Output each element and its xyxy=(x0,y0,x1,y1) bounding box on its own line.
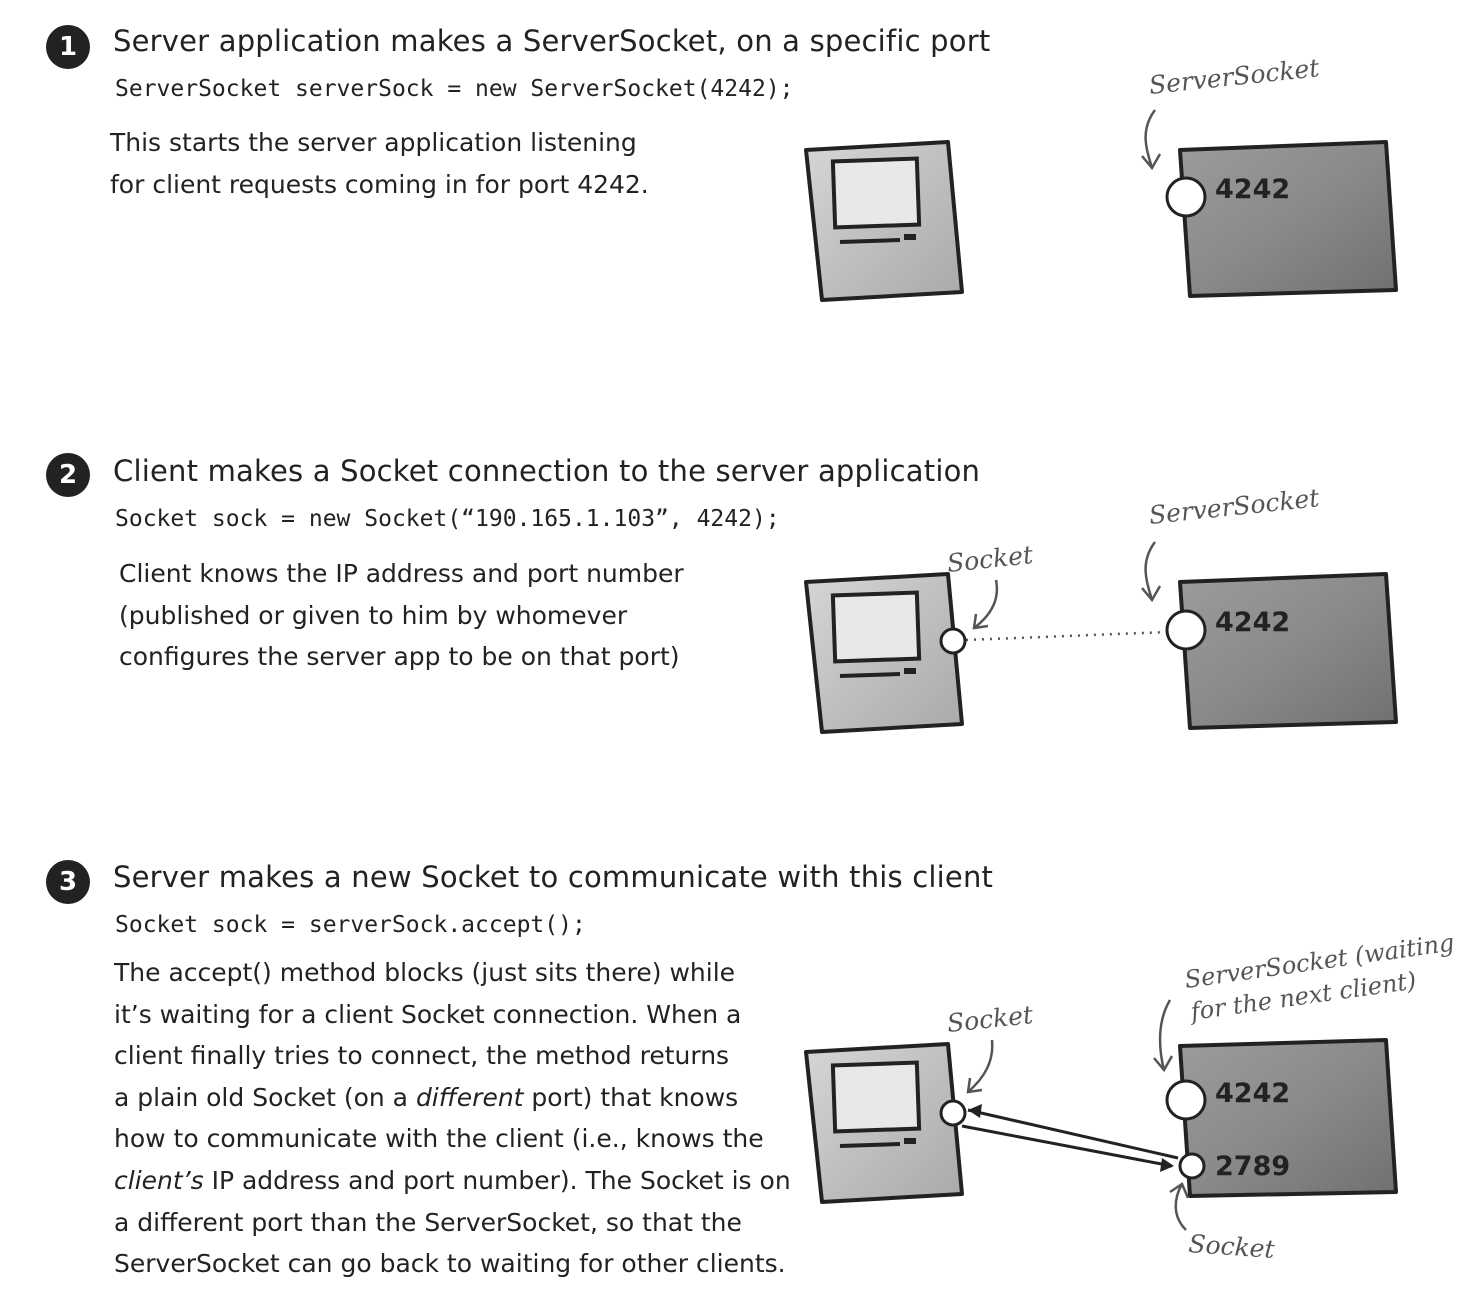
step-2-heading: Client makes a Socket connection to the … xyxy=(113,454,981,488)
description-line: client’s IP address and port number). Th… xyxy=(114,1165,791,1195)
client-socket xyxy=(939,1099,967,1127)
step-2-diagram: 4242 Socket ServerSocket xyxy=(804,483,1398,734)
step-1-heading: Server application makes a ServerSocket,… xyxy=(113,24,991,58)
server-socket-label: ServerSocket xyxy=(1148,53,1322,100)
description-line: Client knows the IP address and port num… xyxy=(119,559,684,588)
pointer-arrow xyxy=(966,1039,994,1094)
server-socket-port xyxy=(1165,1079,1207,1121)
port-number-label: 4242 xyxy=(1215,1078,1290,1109)
server-socket-label: ServerSocket xyxy=(1148,483,1322,530)
client-socket xyxy=(939,627,967,655)
socket-label: Socket xyxy=(946,540,1036,578)
pointer-arrow xyxy=(1141,541,1162,603)
connection-line xyxy=(965,630,1169,642)
server-box-icon xyxy=(1178,1038,1398,1198)
step-3-heading: Server makes a new Socket to communicate… xyxy=(113,860,994,894)
step-2-description: Client knows the IP address and port num… xyxy=(119,553,684,678)
server-socket-port xyxy=(1165,176,1207,218)
description-line: configures the server app to be on that … xyxy=(119,642,680,672)
client-computer-icon xyxy=(804,140,964,302)
description-line: (published or given to him by whomever xyxy=(119,600,628,630)
socket-label: Socket xyxy=(1188,1229,1277,1264)
server-box-icon xyxy=(1178,140,1398,298)
step-2-code: Socket sock = new Socket(“190.165.1.103”… xyxy=(115,506,780,532)
step-1-badge: 1 xyxy=(46,25,90,69)
step-1-description: This starts the server application liste… xyxy=(110,122,649,205)
step-1-code: ServerSocket serverSock = new ServerSock… xyxy=(115,76,794,102)
pointer-arrow xyxy=(1169,1182,1190,1231)
description-line: The accept() method blocks (just sits th… xyxy=(114,958,736,987)
port-number-label: 4242 xyxy=(1215,174,1290,205)
step-3-code: Socket sock = serverSock.accept(); xyxy=(115,912,586,938)
pointer-arrow xyxy=(972,579,999,630)
connection-arrow-to-server xyxy=(961,1124,1173,1168)
description-line: client finally tries to connect, the met… xyxy=(114,1041,730,1071)
step-1-diagram: 4242 ServerSocket xyxy=(804,53,1398,302)
description-line: a plain old Socket (on a different port)… xyxy=(114,1082,739,1112)
description-line: This starts the server application liste… xyxy=(110,128,637,157)
client-computer-icon xyxy=(804,1042,964,1204)
pointer-arrow xyxy=(1153,999,1174,1073)
client-computer-icon xyxy=(804,572,964,734)
description-line: how to communicate with the client (i.e.… xyxy=(114,1124,764,1154)
arrowhead-icon xyxy=(968,1104,982,1118)
step-3-description: The accept() method blocks (just sits th… xyxy=(114,952,791,1285)
description-line: a different port than the ServerSocket, … xyxy=(114,1207,742,1237)
description-line: for client requests coming in for port 4… xyxy=(110,169,649,199)
server-box-icon xyxy=(1178,572,1398,730)
pointer-arrow xyxy=(1141,109,1162,171)
new-server-socket xyxy=(1178,1152,1206,1180)
socket-label: Socket xyxy=(946,1000,1036,1038)
arrowhead-icon xyxy=(1160,1158,1174,1172)
step-3-diagram: 4242 2789 Socket ServerSocket (waiting f… xyxy=(804,928,1456,1264)
port-number-label: 4242 xyxy=(1215,607,1290,638)
step-2-badge: 2 xyxy=(46,453,90,497)
new-port-number-label: 2789 xyxy=(1215,1151,1290,1182)
connection-arrow-to-client xyxy=(967,1108,1179,1160)
description-line: ServerSocket can go back to waiting for … xyxy=(114,1249,786,1279)
description-line: it’s waiting for a client Socket connect… xyxy=(114,999,742,1029)
server-socket-port xyxy=(1165,609,1207,651)
step-3-badge: 3 xyxy=(46,860,90,904)
